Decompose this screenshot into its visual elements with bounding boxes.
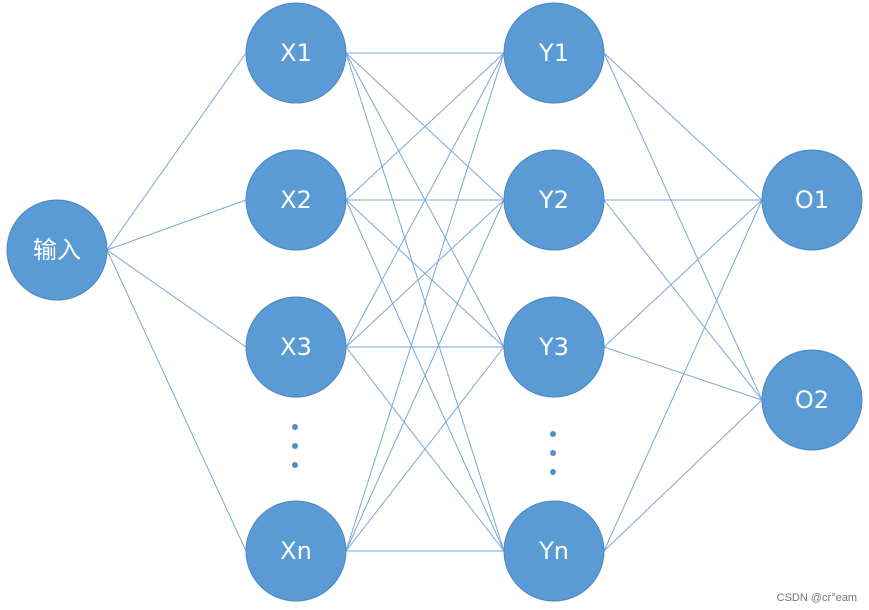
node-circle [245, 500, 347, 602]
edge-x3-y2 [345, 199, 505, 348]
ellipsis-dot [292, 443, 298, 449]
node-label: Xn [280, 537, 312, 565]
edge-input-x1 [106, 52, 247, 251]
edge-input-x3 [106, 249, 247, 348]
edge-y1-o2 [603, 52, 763, 401]
edge-input-x2 [106, 199, 247, 251]
edge-xn-y3 [345, 346, 505, 552]
node-label: Y3 [538, 333, 569, 361]
node-label: Y2 [538, 186, 569, 214]
node-circle [245, 149, 347, 251]
node-y2: Y2 [503, 149, 605, 251]
node-label: Yn [538, 537, 569, 565]
node-y1: Y1 [503, 2, 605, 104]
edge-y1-o1 [603, 52, 763, 201]
edge-x2-y1 [345, 52, 505, 201]
node-label: X1 [280, 39, 312, 67]
edge-input-xn [106, 249, 247, 552]
node-yn: Yn [503, 500, 605, 602]
edge-yn-o1 [603, 199, 763, 552]
ellipsis-y-layer [550, 431, 556, 475]
node-circle [6, 199, 108, 301]
edge-x3-y1 [345, 52, 505, 348]
edge-y3-o1 [603, 199, 763, 348]
ellipsis-dot [550, 450, 556, 456]
node-circle [503, 2, 605, 104]
ellipsis-dot [292, 462, 298, 468]
node-x1: X1 [245, 2, 347, 104]
watermark: CSDN @cr°eam [776, 592, 857, 604]
node-circle [503, 500, 605, 602]
node-xn: Xn [245, 500, 347, 602]
ellipsis-x-layer [292, 424, 298, 468]
node-label: O1 [795, 186, 829, 214]
node-input: 输入 [6, 199, 108, 301]
edge-y3-o2 [603, 346, 763, 401]
ellipsis-dot [550, 469, 556, 475]
edge-xn-y2 [345, 199, 505, 552]
node-label: O2 [795, 386, 829, 414]
node-x2: X2 [245, 149, 347, 251]
node-circle [245, 2, 347, 104]
node-x3: X3 [245, 296, 347, 398]
node-o1: O1 [761, 149, 863, 251]
connection-lines [106, 52, 763, 552]
node-circle [245, 296, 347, 398]
node-circle [503, 296, 605, 398]
edge-y2-o2 [603, 199, 763, 401]
node-o2: O2 [761, 349, 863, 451]
node-label: X2 [280, 186, 312, 214]
node-label: X3 [280, 333, 312, 361]
node-circle [503, 149, 605, 251]
node-label: 输入 [33, 236, 81, 264]
edge-yn-o2 [603, 399, 763, 552]
node-circle [761, 149, 863, 251]
node-label: Y1 [538, 39, 569, 67]
node-circle [761, 349, 863, 451]
node-y3: Y3 [503, 296, 605, 398]
ellipsis-dot [550, 431, 556, 437]
ellipsis-dot [292, 424, 298, 430]
edge-xn-y1 [345, 52, 505, 552]
